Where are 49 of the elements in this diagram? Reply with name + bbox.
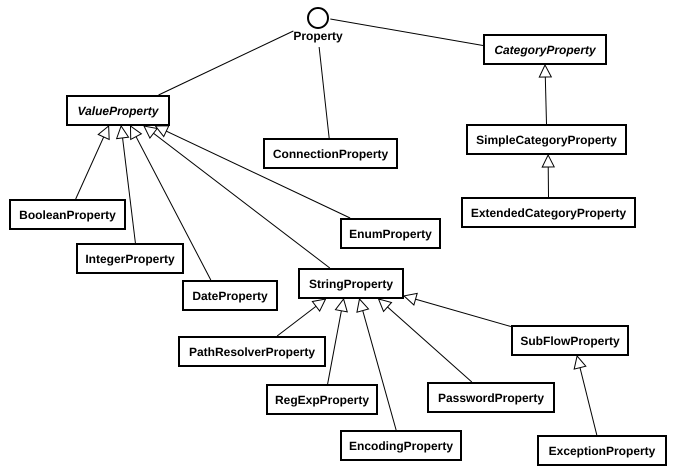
generalization-arrow	[144, 126, 330, 268]
class-name: DateProperty	[192, 288, 268, 302]
class-box	[427, 382, 555, 413]
generalization-arrow	[116, 126, 136, 244]
class-box	[466, 124, 627, 155]
class-name: ExceptionProperty	[548, 444, 656, 458]
interface-name: Property	[293, 29, 343, 43]
generalization-arrow	[130, 126, 212, 280]
association-line	[318, 46, 330, 138]
generalization-arrow	[75, 126, 110, 200]
class-box	[340, 218, 441, 249]
class-name: SimpleCategoryProperty	[476, 132, 617, 146]
class-name: EnumProperty	[349, 226, 432, 240]
class-name: EncodingProperty	[348, 438, 453, 452]
class-box	[298, 268, 404, 299]
class-box	[461, 197, 636, 228]
class-name: SubFlowProperty	[520, 334, 620, 348]
generalization-arrow	[378, 298, 472, 382]
class-name: ExtendedCategoryProperty	[470, 206, 626, 220]
generalization-arrow	[276, 298, 326, 336]
class-name: ValueProperty	[78, 104, 158, 118]
class-name: RegExpProperty	[274, 392, 370, 406]
class-box	[511, 325, 629, 356]
class-name: PasswordProperty	[438, 390, 544, 404]
generalization-arrow	[542, 154, 555, 198]
association-line	[158, 30, 294, 96]
class-box	[537, 435, 667, 466]
class-name: PathResolverProperty	[188, 344, 316, 358]
class-box	[182, 280, 278, 311]
generalization-arrow	[538, 64, 552, 124]
class-name: StringProperty	[308, 276, 393, 290]
class-box	[263, 138, 398, 169]
generalization-arrow	[404, 292, 512, 328]
class-box	[9, 199, 126, 230]
class-name: IntegerProperty	[85, 252, 175, 266]
class-name: CategoryProperty	[494, 42, 596, 56]
class-box	[178, 336, 326, 367]
generalization-arrow	[154, 125, 351, 218]
association-line	[330, 18, 484, 46]
class-box	[76, 243, 184, 274]
generalization-arrow	[327, 298, 348, 384]
class-box	[340, 430, 462, 461]
class-box	[66, 95, 170, 126]
generalization-arrow	[356, 298, 397, 430]
class-name: BooleanProperty	[19, 208, 116, 222]
class-box	[483, 34, 607, 65]
class-box	[266, 384, 378, 415]
class-name: ConnectionProperty	[272, 146, 388, 160]
generalization-arrow	[574, 356, 598, 436]
